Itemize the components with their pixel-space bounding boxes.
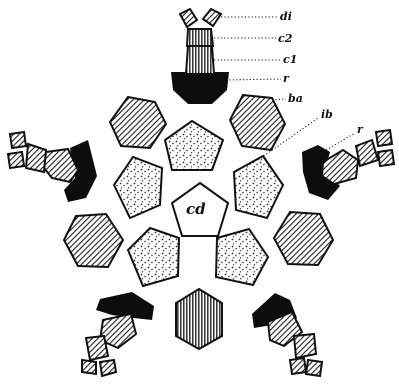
centro-dorsal-plate: cd: [172, 183, 228, 236]
arm-plate-c2: [356, 140, 378, 166]
label-cd: cd: [186, 200, 206, 218]
arm-plate-di: [100, 360, 116, 376]
label-ba: ba: [288, 92, 303, 105]
basal-plate: [230, 95, 285, 150]
basal-plate: [110, 97, 166, 148]
label-di: di: [280, 10, 292, 23]
label-c2: c2: [278, 32, 293, 45]
arm-plate-c1: [186, 46, 214, 74]
label-r-right: r: [357, 123, 364, 136]
infrabasal-plate: [128, 228, 179, 286]
infrabasal-plate: [165, 121, 223, 170]
label-r: r: [283, 72, 290, 85]
arm-plate-di: [290, 358, 306, 374]
arm-plate-di: [376, 130, 392, 146]
arm-plate-c2: [86, 336, 108, 360]
arm-plate-di: [8, 152, 24, 168]
label-ib: ib: [321, 108, 333, 121]
plate-labels: di c2 c1 r ba ib r: [278, 10, 364, 136]
arm-plate-c2: [187, 29, 213, 46]
arm-plate-di: [82, 360, 96, 374]
infrabasal-plate: [216, 229, 268, 285]
arm-plate-di: [378, 150, 394, 166]
arm-plate-c2: [294, 334, 316, 358]
arm-plate-c2: [26, 144, 46, 172]
arm-plate-di: [180, 9, 197, 27]
radial-plate: [171, 72, 229, 104]
label-c1: c1: [283, 53, 297, 66]
basal-plate: [64, 214, 123, 267]
arm-plate-di: [203, 9, 221, 26]
basal-plate: [274, 212, 333, 265]
basal-plate: [176, 289, 222, 349]
arm-plate-di: [306, 360, 322, 376]
infrabasal-plate: [114, 157, 162, 218]
infrabasal-plate: [234, 156, 283, 218]
arm-plate-di: [10, 132, 26, 148]
